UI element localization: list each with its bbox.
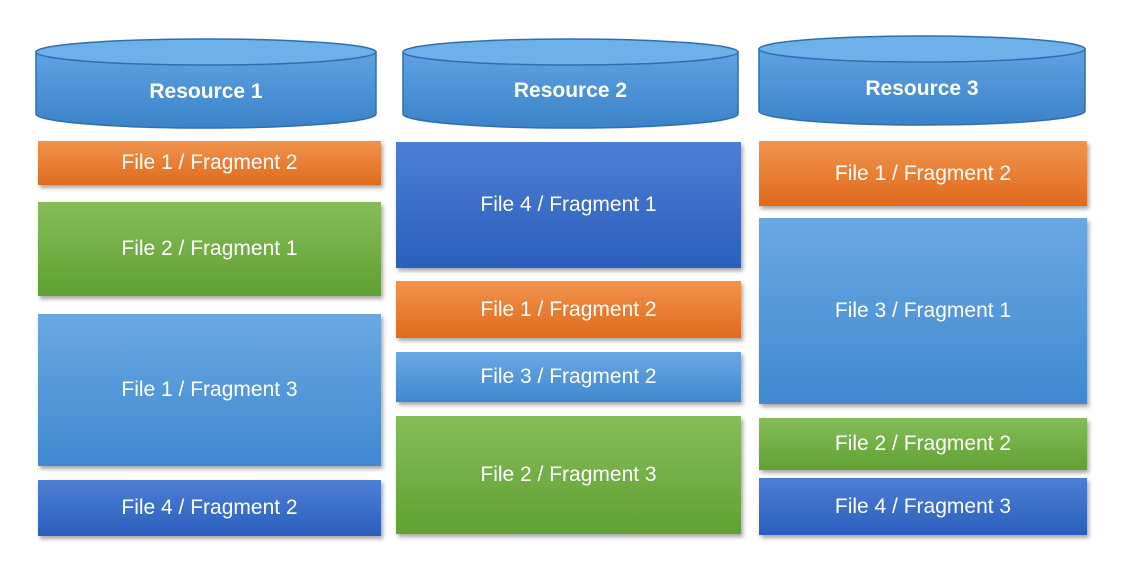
resource-1-fragment-2: File 2 / Fragment 1: [38, 202, 381, 296]
fragment-label: File 4 / Fragment 3: [834, 494, 1012, 518]
fragment-label: File 1 / Fragment 2: [121, 151, 298, 174]
resource-3-title: Resource 3: [865, 77, 979, 100]
fragment-label: File 2 / Fragment 1: [121, 237, 298, 260]
resource-1-title: Resource 1: [149, 80, 263, 103]
fragment-label: File 2 / Fragment 2: [834, 432, 1012, 455]
resource-3-fragment-4: File 4 / Fragment 3: [759, 478, 1087, 535]
fragment-label: File 1 / Fragment 2: [834, 161, 1012, 185]
resource-3-cylinder: Resource 3: [758, 35, 1086, 127]
resource-1-cylinder: Resource 1: [35, 38, 377, 130]
resource-2-cylinder: Resource 2: [402, 38, 739, 130]
fragment-label: File 2 / Fragment 3: [480, 463, 657, 486]
fragment-label: File 1 / Fragment 2: [480, 297, 657, 321]
resource-2-fragment-1: File 4 / Fragment 1: [396, 142, 741, 268]
resource-2-fragment-2: File 1 / Fragment 2: [396, 281, 741, 338]
resource-3-fragment-2: File 3 / Fragment 1: [759, 218, 1087, 404]
resource-1-fragment-4: File 4 / Fragment 2: [38, 480, 381, 536]
resource-3-fragment-1: File 1 / Fragment 2: [759, 141, 1087, 206]
resource-2-fragment-4: File 2 / Fragment 3: [396, 416, 741, 534]
fragment-label: File 4 / Fragment 1: [480, 193, 657, 216]
resource-3-fragment-3: File 2 / Fragment 2: [759, 418, 1087, 470]
resource-2-fragment-3: File 3 / Fragment 2: [396, 352, 741, 402]
resource-2-title: Resource 2: [513, 79, 628, 102]
fragment-label: File 3 / Fragment 1: [834, 299, 1012, 322]
resource-1-fragment-1: File 1 / Fragment 2: [38, 141, 381, 185]
fragment-label: File 1 / Fragment 3: [121, 378, 298, 401]
fragment-label: File 3 / Fragment 2: [480, 365, 657, 388]
resource-1-fragment-3: File 1 / Fragment 3: [38, 314, 381, 466]
fragment-label: File 4 / Fragment 2: [121, 496, 298, 519]
